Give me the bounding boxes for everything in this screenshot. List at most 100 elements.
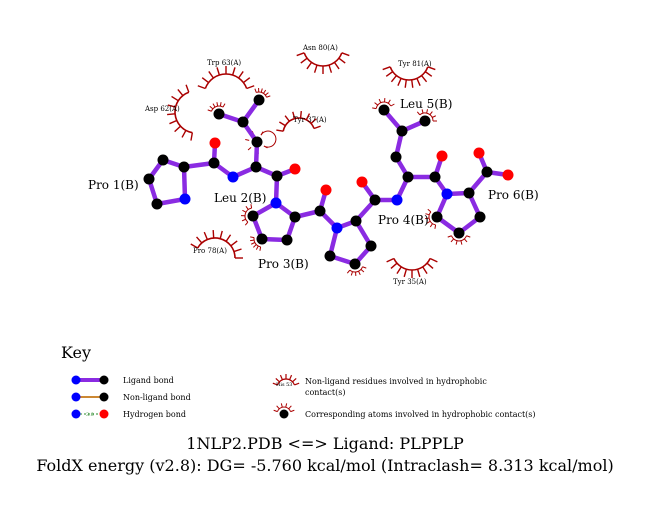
legend-nonligand-residues-label-2: contact(s) bbox=[305, 388, 345, 397]
contact-label-tyr81: Tyr 81(A) bbox=[398, 60, 432, 68]
contact-arc-tyr37 bbox=[276, 111, 321, 132]
atom-l2cb bbox=[251, 136, 263, 148]
legend-nonligand-bond-atom-n bbox=[71, 392, 81, 402]
atom-p6a bbox=[431, 211, 443, 223]
atom-p3n bbox=[270, 197, 282, 209]
residue-label-pro3: Pro 3(B) bbox=[258, 257, 309, 271]
legend-nonligand-residues-label-1: Non-ligand residues involved in hydropho… bbox=[305, 377, 487, 386]
atom-p1d bbox=[178, 161, 190, 173]
residue-label-pro6: Pro 6(B) bbox=[488, 188, 539, 202]
ligand-atoms bbox=[143, 94, 514, 270]
contact-arc-asp62 bbox=[167, 84, 194, 141]
contact-arc-asn80 bbox=[296, 52, 350, 74]
contact-label-tyr35: Tyr 35(A) bbox=[393, 278, 427, 286]
atom-l2ca bbox=[250, 161, 262, 173]
atom-p3b bbox=[256, 233, 268, 245]
legend-ligand-bond-atom-c bbox=[99, 375, 109, 385]
legend-title: Key bbox=[61, 343, 91, 362]
legend-corresponding-atoms-label: Corresponding atoms involved in hydropho… bbox=[305, 410, 536, 419]
atom-p6n bbox=[441, 188, 453, 200]
atom-p1n bbox=[179, 193, 191, 205]
atom-l2c bbox=[208, 157, 220, 169]
atom-p3o bbox=[320, 184, 332, 196]
atom-l5cg bbox=[396, 125, 408, 137]
atom-p4n bbox=[331, 222, 343, 234]
atom-l5o bbox=[436, 150, 448, 162]
atom-l2cc bbox=[271, 170, 283, 182]
legend-contact-residue-icon bbox=[272, 374, 300, 386]
atom-p4c2 bbox=[369, 194, 381, 206]
atom-p6o2 bbox=[502, 169, 514, 181]
contact-label-tyr37: Tyr 37(A) bbox=[293, 116, 327, 124]
atom-p3c bbox=[281, 234, 293, 246]
atom-l2cg bbox=[237, 116, 249, 128]
contact-arc-tyr35 bbox=[386, 257, 438, 278]
legend: Key Ligand bond Non-ligand bond 3.0 Hydr… bbox=[61, 343, 536, 419]
legend-ligand-bond-atom-n bbox=[71, 375, 81, 385]
atom-p1a bbox=[151, 198, 163, 210]
legend-nonligand-bond-label: Non-ligand bond bbox=[123, 393, 191, 402]
atom-p6d bbox=[463, 187, 475, 199]
contact-atom-lash-l5d1 bbox=[372, 97, 395, 110]
atom-l2o2 bbox=[289, 163, 301, 175]
legend-hbond-atom-n bbox=[71, 409, 81, 419]
atom-l5d1 bbox=[378, 104, 390, 116]
contact-atom-lash-p6b bbox=[447, 235, 471, 245]
contact-atom-lash-p3b bbox=[250, 236, 262, 251]
atom-p1b bbox=[143, 173, 155, 185]
atom-p4d bbox=[350, 215, 362, 227]
atom-l2d2 bbox=[253, 94, 265, 106]
legend-hbond-label: Hydrogen bond bbox=[123, 410, 186, 419]
legend-hbond-distance: 3.0 bbox=[86, 412, 94, 418]
legend-example-residue: His 53 bbox=[276, 382, 292, 388]
residue-label-pro4: Pro 4(B) bbox=[378, 213, 429, 227]
contact-atom-lash-l2d1 bbox=[207, 102, 226, 112]
atom-p4o bbox=[356, 176, 368, 188]
residue-label-pro1: Pro 1(B) bbox=[88, 178, 139, 192]
residue-label-leu2: Leu 2(B) bbox=[214, 191, 266, 205]
contact-atom-lash-l2d2 bbox=[254, 87, 271, 98]
atom-l2o bbox=[209, 137, 221, 149]
contact-label-asn80: Asn 80(A) bbox=[302, 44, 338, 52]
contact-atom-lash-p4b bbox=[346, 266, 367, 277]
atom-l5n bbox=[391, 194, 403, 206]
contact-atom-lash-l5d2 bbox=[416, 109, 437, 122]
atom-l2n bbox=[227, 171, 239, 183]
contact-arc-trp63 bbox=[197, 66, 255, 90]
atom-p4a bbox=[324, 250, 336, 262]
contact-atom-lash-p3a bbox=[240, 204, 253, 226]
legend-atom-lash bbox=[273, 403, 295, 413]
contact-label-trp63: Trp 63(A) bbox=[207, 59, 241, 67]
residue-label-leu5: Leu 5(B) bbox=[400, 97, 452, 111]
contact-label-pro78: Pro 78(A) bbox=[193, 247, 227, 255]
atom-l5c bbox=[429, 171, 441, 183]
footer-pdb-ligand: 1NLP2.PDB <=> Ligand: PLPPLP bbox=[186, 434, 464, 453]
atom-p6ca bbox=[481, 166, 493, 178]
legend-contact-arc bbox=[272, 374, 300, 386]
atom-p4c bbox=[365, 240, 377, 252]
legend-ligand-bond-label: Ligand bond bbox=[123, 376, 174, 385]
contact-arc-pro78 bbox=[190, 230, 243, 259]
atom-l2d1 bbox=[213, 108, 225, 120]
atom-p6c bbox=[474, 211, 486, 223]
atom-p4b bbox=[349, 258, 361, 270]
legend-atom-dot bbox=[279, 409, 289, 419]
atom-p6b bbox=[453, 227, 465, 239]
atom-p3a bbox=[247, 210, 259, 222]
contact-arc-tyr81 bbox=[382, 66, 436, 88]
hydrophobic-contacts bbox=[167, 52, 471, 278]
atom-p3c2 bbox=[314, 205, 326, 217]
atom-p1c bbox=[157, 154, 169, 166]
atom-l5cb bbox=[390, 151, 402, 163]
contact-atom-lash-p6a bbox=[425, 208, 437, 229]
legend-contact-atom-icon bbox=[273, 403, 295, 419]
footer-energy: FoldX energy (v2.8): DG= -5.760 kcal/mol… bbox=[36, 456, 613, 475]
contact-label-asp62: Asp 62(A) bbox=[144, 105, 180, 113]
atom-l5d2 bbox=[419, 115, 431, 127]
atom-p3d bbox=[289, 211, 301, 223]
legend-hbond-atom-o bbox=[99, 409, 109, 419]
atom-p6o1 bbox=[473, 147, 485, 159]
legend-nonligand-bond-atom-c bbox=[99, 392, 109, 402]
atom-l5ca bbox=[402, 171, 414, 183]
